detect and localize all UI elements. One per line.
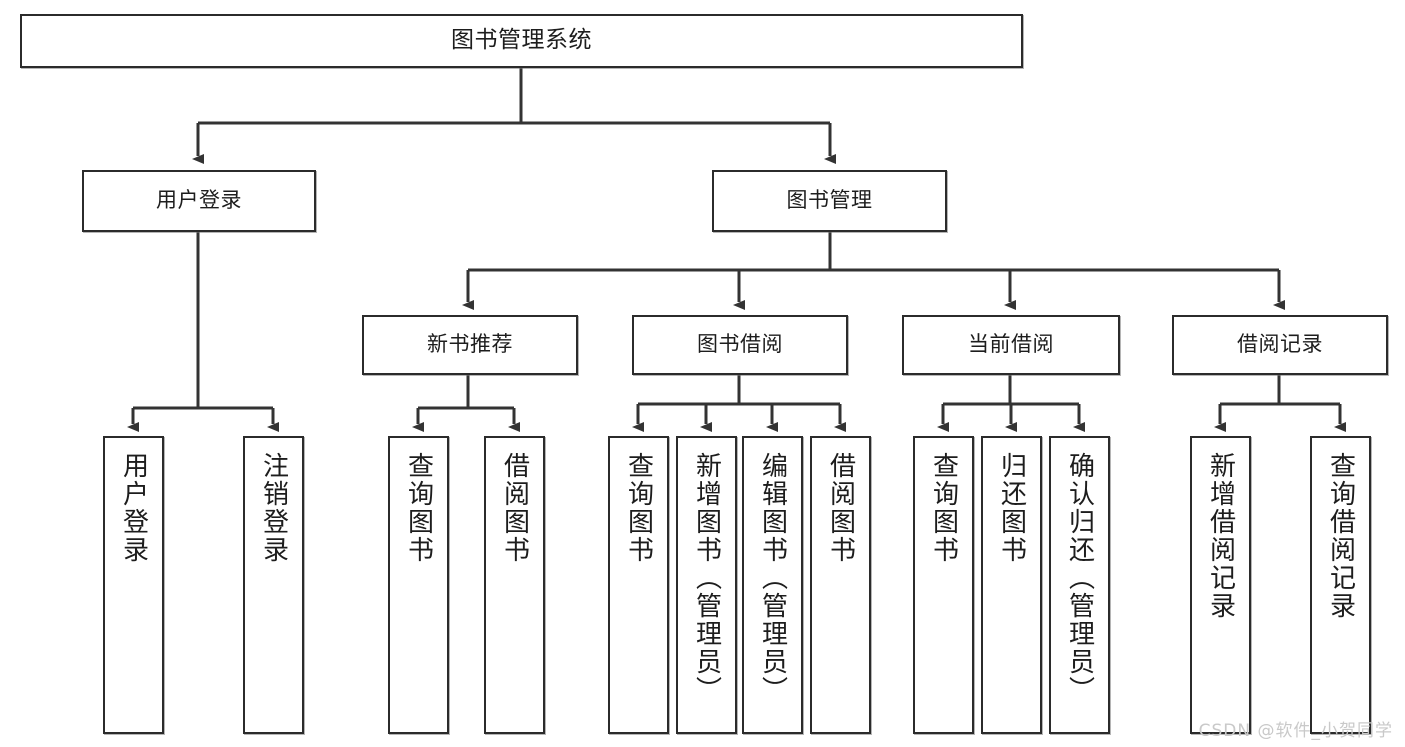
edges-borrow-record [1214, 375, 1346, 432]
edges-root [192, 68, 836, 164]
node-leaf-user-login-label: 用户登录 [118, 452, 149, 564]
node-leaf-add-record-label: 新增借阅记录 [1205, 452, 1236, 620]
node-leaf-query-book-2[interactable]: 查询图书 [608, 436, 669, 734]
node-user-login[interactable]: 用户登录 [82, 170, 316, 232]
node-leaf-query-record[interactable]: 查询借阅记录 [1310, 436, 1371, 734]
node-root-label: 图书管理系统 [451, 27, 592, 54]
node-leaf-add-book[interactable]: 新增图书（管理员） [676, 436, 737, 734]
node-leaf-borrow-book-1[interactable]: 借阅图书 [484, 436, 545, 734]
node-borrow-record[interactable]: 借阅记录 [1172, 315, 1388, 375]
node-leaf-query-record-label: 查询借阅记录 [1325, 452, 1356, 620]
node-leaf-edit-book-label: 编辑图书（管理员） [757, 452, 788, 704]
edges-book-borrow [632, 375, 846, 432]
node-leaf-user-login[interactable]: 用户登录 [103, 436, 164, 734]
node-leaf-return-book-label: 归还图书 [996, 452, 1027, 564]
node-leaf-query-book-3[interactable]: 查询图书 [913, 436, 974, 734]
node-book-manage[interactable]: 图书管理 [712, 170, 947, 232]
watermark: CSDN @软件_小贺同学 [1198, 721, 1393, 741]
node-leaf-query-book-1[interactable]: 查询图书 [388, 436, 449, 734]
edges-book-manage [462, 232, 1285, 310]
node-book-borrow[interactable]: 图书借阅 [632, 315, 848, 375]
node-borrow-record-label: 借阅记录 [1237, 332, 1323, 357]
node-leaf-add-record[interactable]: 新增借阅记录 [1190, 436, 1251, 734]
node-root[interactable]: 图书管理系统 [20, 14, 1023, 68]
node-leaf-borrow-book-1-label: 借阅图书 [499, 452, 530, 564]
node-leaf-add-book-label: 新增图书（管理员） [691, 452, 722, 704]
node-leaf-logout[interactable]: 注销登录 [243, 436, 304, 734]
node-leaf-confirm-return[interactable]: 确认归还（管理员） [1049, 436, 1110, 734]
node-leaf-return-book[interactable]: 归还图书 [981, 436, 1042, 734]
node-leaf-logout-label: 注销登录 [258, 452, 289, 564]
node-leaf-edit-book[interactable]: 编辑图书（管理员） [742, 436, 803, 734]
node-leaf-query-book-3-label: 查询图书 [928, 452, 959, 564]
node-current-borrow-label: 当前借阅 [968, 332, 1054, 357]
node-user-login-label: 用户登录 [156, 188, 242, 213]
node-leaf-confirm-return-label: 确认归还（管理员） [1064, 452, 1095, 704]
edges-user-login [127, 232, 279, 432]
node-leaf-borrow-book-2[interactable]: 借阅图书 [810, 436, 871, 734]
node-leaf-query-book-1-label: 查询图书 [403, 452, 434, 564]
node-current-borrow[interactable]: 当前借阅 [902, 315, 1120, 375]
node-book-manage-label: 图书管理 [786, 188, 873, 213]
edges-current-borrow [937, 375, 1085, 432]
node-leaf-query-book-2-label: 查询图书 [623, 452, 654, 564]
node-leaf-borrow-book-2-label: 借阅图书 [825, 452, 856, 564]
node-new-book-rec-label: 新书推荐 [427, 332, 513, 357]
node-book-borrow-label: 图书借阅 [697, 332, 783, 357]
edges-new-book-rec [412, 375, 520, 432]
node-new-book-rec[interactable]: 新书推荐 [362, 315, 578, 375]
